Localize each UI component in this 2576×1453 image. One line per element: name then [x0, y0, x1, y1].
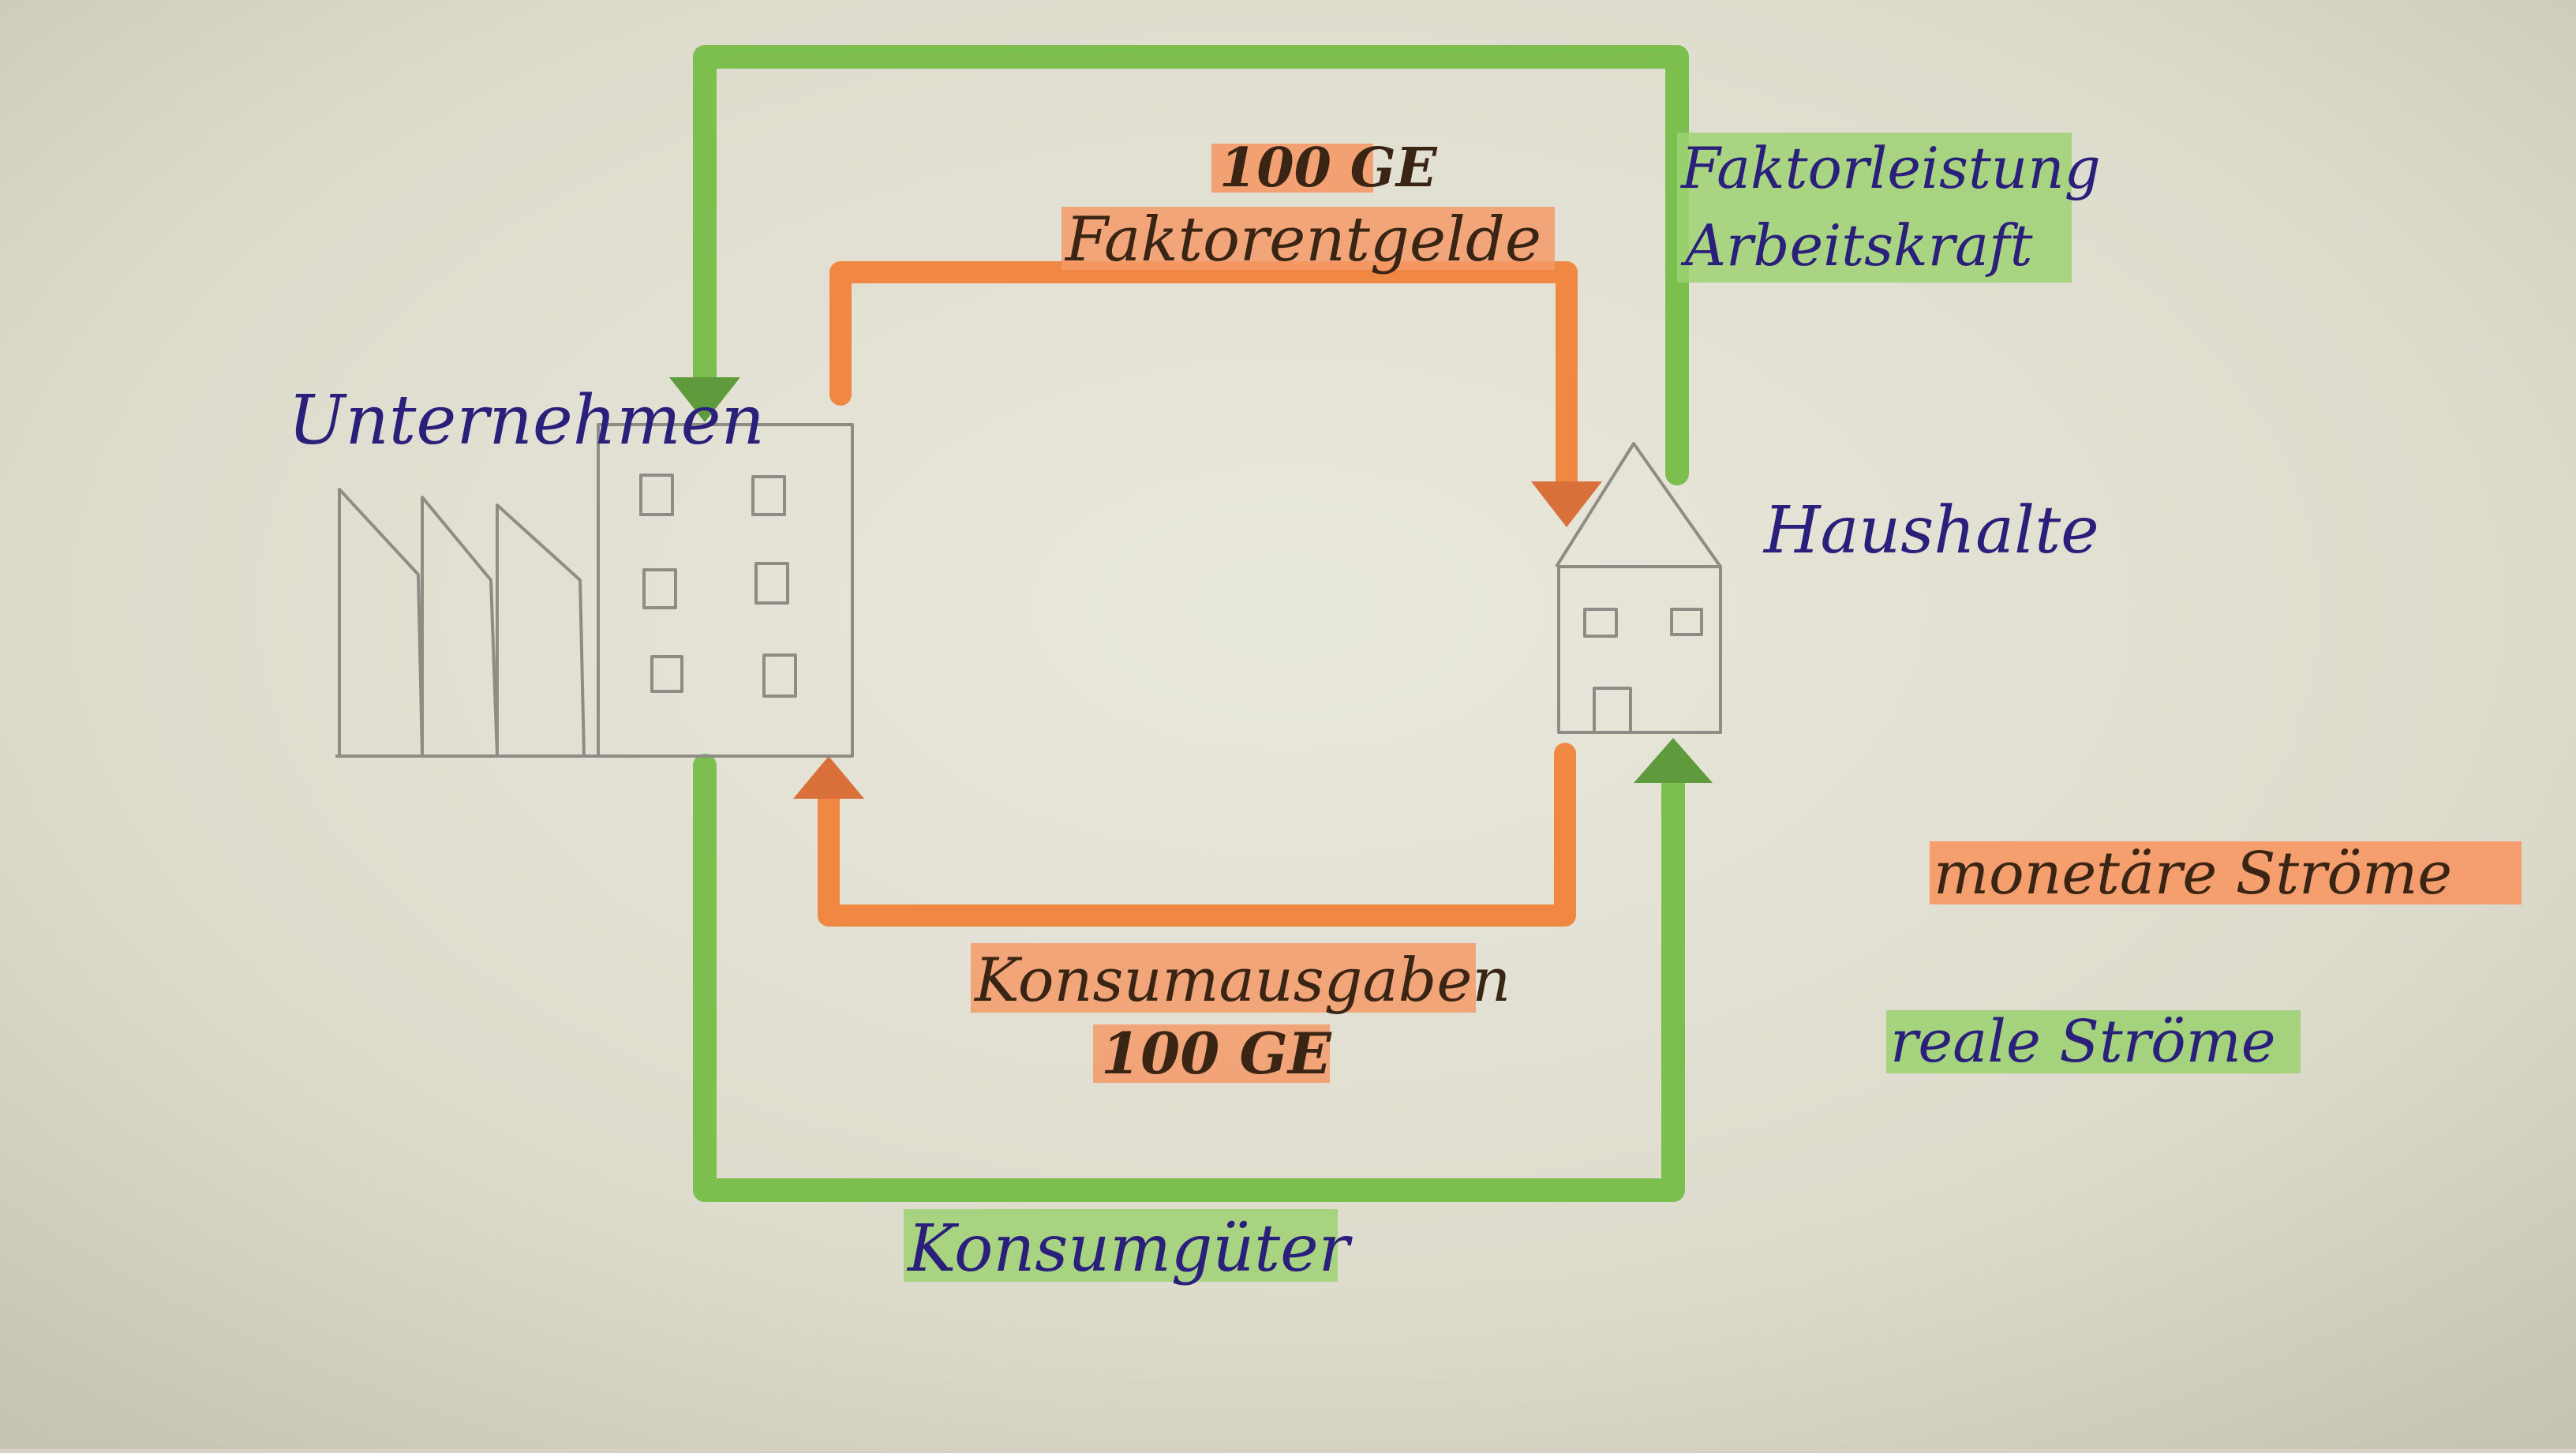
- labor-arrowhead: [669, 377, 740, 422]
- legend-real-highlight: [1886, 1010, 2301, 1073]
- monetary-flow-lines: [818, 261, 1578, 927]
- factor-income-label: Faktorentgelde: [1064, 204, 1541, 275]
- goods-arrowhead: [1634, 738, 1713, 783]
- consumer-spending-amount: 100 GE: [1101, 1020, 1332, 1087]
- label-highlights: [904, 133, 2522, 1282]
- legend-real: reale Ströme: [1890, 1008, 2276, 1076]
- firm-label: Unternehmen: [288, 381, 765, 460]
- factor-income-line: [829, 261, 1578, 492]
- legend-monetary: monetäre Ströme: [1934, 840, 2452, 908]
- consumer-spending-amount-highlight: [1093, 1024, 1330, 1083]
- factor-labor-line2: Arbeitskraft: [1680, 212, 2034, 279]
- factor-labor-line1: Faktorleistung: [1679, 135, 2101, 201]
- consumer-spending-arrowhead: [793, 756, 864, 799]
- consumer-spending-highlight: [971, 943, 1476, 1013]
- factor-income-amount: 100 GE: [1219, 137, 1438, 200]
- monetary-flow-arrowheads: [793, 481, 1602, 799]
- legend: monetäre Ströme reale Ströme: [1890, 840, 2452, 1076]
- labels: Unternehmen Haushalte 100 GE Faktorentge…: [288, 135, 2101, 1286]
- consumer-goods-highlight: [904, 1209, 1338, 1282]
- household-label: Haushalte: [1762, 493, 2099, 568]
- factory-icon: [335, 423, 854, 758]
- factor-income-arrowhead: [1531, 481, 1602, 527]
- real-flow-arrowheads: [669, 377, 1713, 783]
- consumer-goods-label: Konsumgüter: [906, 1211, 1354, 1286]
- factor-income-label-highlight: [1061, 207, 1555, 270]
- consumer-spending-line: [818, 743, 1576, 927]
- goods-flow-line: [693, 754, 1685, 1202]
- legend-monetary-highlight: [1930, 841, 2522, 904]
- factor-income-amount-highlight: [1211, 144, 1373, 193]
- house-icon: [1555, 442, 1722, 734]
- factor-labor-highlight: [1677, 133, 2072, 283]
- consumer-spending-label: Konsumausgaben: [973, 945, 1511, 1015]
